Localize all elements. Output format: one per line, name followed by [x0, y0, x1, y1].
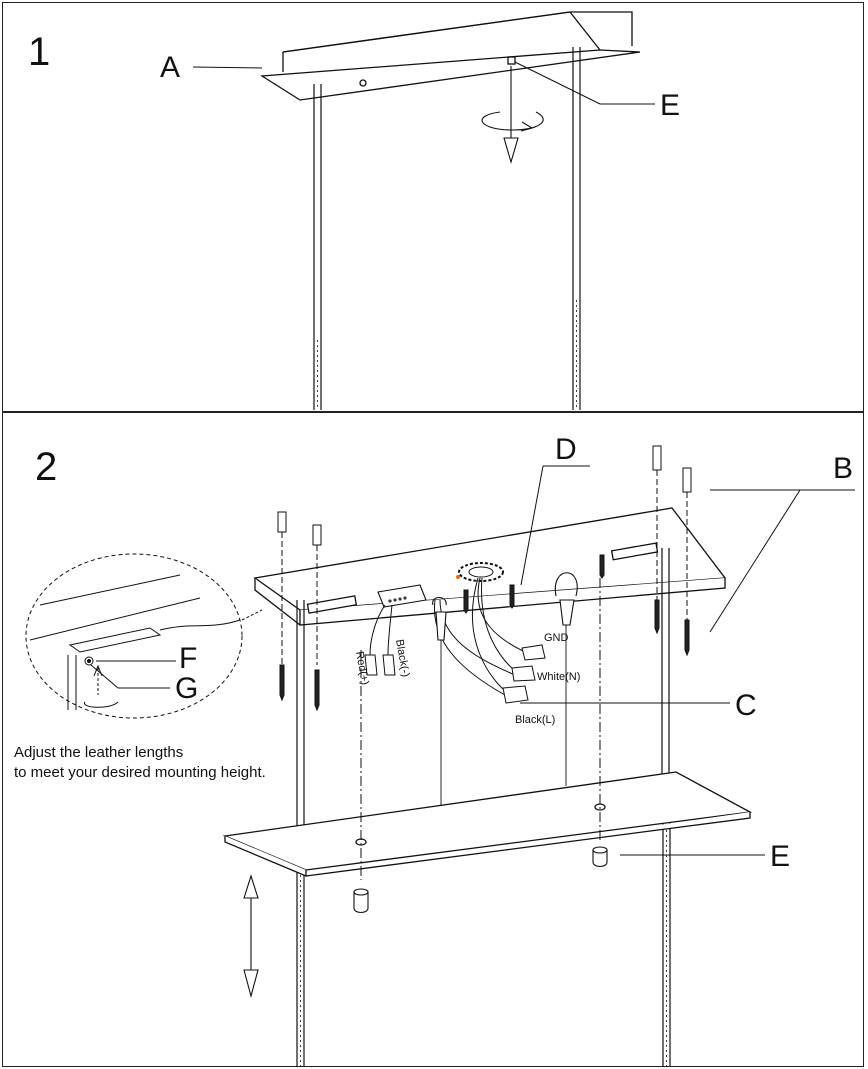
frame-rods — [296, 548, 671, 1067]
wire-label-black: Black(L) — [515, 714, 555, 726]
cable-grips — [432, 572, 578, 641]
step-2-number: 2 — [35, 445, 57, 489]
callout-e1-leader — [514, 61, 601, 105]
callout-b-leader — [709, 489, 855, 633]
wire-nut-black-minus — [382, 654, 396, 676]
callout-b-label: B — [833, 452, 853, 485]
wire-nut-black — [502, 685, 529, 704]
note-line-1: Adjust the leather lengths — [14, 744, 184, 761]
lamp-panel — [222, 771, 753, 877]
hanging-rod-right — [572, 47, 581, 410]
callout-g-label: G — [175, 672, 198, 705]
callout-a-leader — [192, 66, 263, 69]
screws-right — [463, 445, 692, 657]
height-adjust-arrow — [243, 874, 259, 999]
callout-f-label: F — [179, 642, 197, 675]
canopy-plate — [259, 11, 641, 101]
step-2-panel — [2, 412, 864, 1067]
wire-label-red-plus: Red(+) — [353, 650, 371, 686]
step-1-number: 1 — [28, 30, 50, 74]
wire-label-gnd: GND — [544, 632, 569, 644]
callout-g-leader — [90, 664, 119, 689]
callout-e2-label: E — [770, 840, 790, 873]
rotate-arrow — [481, 66, 544, 164]
callout-d-label: D — [555, 433, 577, 466]
wire-label-white: White(N) — [537, 671, 580, 683]
callout-d-leader — [520, 465, 590, 586]
note-line-2: to meet your desired mounting height. — [14, 764, 266, 781]
wire-nut-gnd — [521, 644, 546, 661]
hanging-rod-left — [313, 84, 322, 410]
end-cap-guides — [360, 560, 601, 880]
callout-a-label: A — [160, 51, 180, 84]
suspension-cables — [440, 625, 567, 806]
wire-label-black-minus: Black(-) — [393, 638, 411, 677]
wire-nut-red — [364, 654, 378, 676]
detail-view — [25, 553, 263, 719]
height-adjust-note: Adjust the leather lengths to meet your … — [14, 743, 266, 783]
callout-e1-label: E — [660, 89, 680, 122]
wire-nut-white — [511, 665, 536, 682]
driver-box — [377, 584, 427, 608]
callout-c-label: C — [735, 689, 757, 722]
wire-nuts — [364, 644, 546, 704]
wire-hub — [456, 562, 504, 582]
screws-left — [277, 511, 322, 712]
end-caps — [353, 846, 608, 914]
